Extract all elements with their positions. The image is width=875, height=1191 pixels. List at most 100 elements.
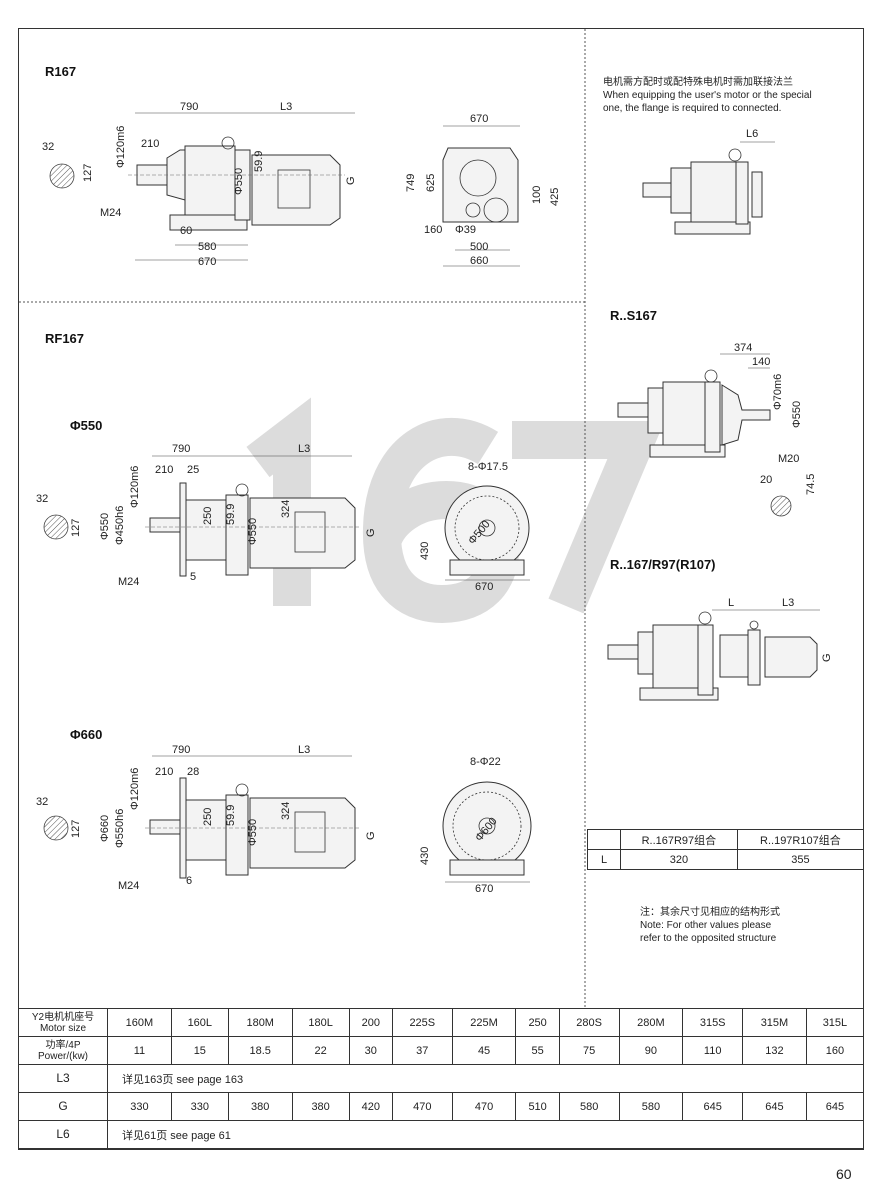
dim-324: 324 — [280, 500, 292, 518]
watermark-digit-6 — [362, 417, 520, 624]
dim-motor-flange: Φ550 — [247, 518, 259, 545]
dim-key-height: 74.5 — [805, 474, 817, 495]
rs167-title: R..S167 — [610, 308, 657, 323]
dim-59-9: 59.9 — [253, 151, 265, 172]
dim-100: 100 — [531, 186, 543, 204]
dim-holes: 8-Φ17.5 — [468, 461, 508, 473]
table-row-l6: L6 详见61页 see page 61 — [18, 1120, 864, 1149]
flange-note-en-2: one, the flange is required to connected… — [603, 103, 782, 114]
table-cell: 645 — [742, 1092, 807, 1121]
table-cell: 580 — [558, 1092, 620, 1121]
dim-key-height: 127 — [70, 519, 82, 537]
shaft-key-section — [49, 163, 75, 189]
dim-pilot-diameter: Φ450h6 — [114, 506, 126, 545]
table-cell: 160L — [170, 1008, 229, 1037]
dim-140: 140 — [752, 356, 770, 368]
dim-374: 374 — [734, 342, 752, 354]
table-cell: 225M — [451, 1008, 517, 1037]
dim-shaft-diameter: Φ70m6 — [772, 374, 784, 410]
table-cell: 250 — [515, 1008, 560, 1037]
table-cell: 420 — [348, 1092, 393, 1121]
table-cell: 645 — [682, 1092, 744, 1121]
dim-motor-flange: Φ550 — [247, 819, 259, 846]
table-cell: 280M — [618, 1008, 684, 1037]
dim-l: L — [728, 597, 734, 609]
page-number: 60 — [836, 1166, 852, 1182]
table-row-l3: L3 详见163页 see page 163 — [18, 1064, 864, 1093]
dim-324: 324 — [280, 802, 292, 820]
dim-580: 580 — [198, 241, 216, 253]
page-frame — [18, 28, 864, 1150]
table-cell: 22 — [291, 1036, 350, 1065]
header-r197r107: R..197R107组合 — [736, 829, 865, 850]
table-cell: 200 — [348, 1008, 393, 1037]
table-cell: 160M — [107, 1008, 172, 1037]
dim-key-width: 32 — [36, 493, 48, 505]
dim-g: G — [365, 528, 377, 537]
dim-250: 250 — [202, 507, 214, 525]
dim-g: G — [365, 831, 377, 840]
table-cell: 37 — [391, 1036, 453, 1065]
table-cell: 18.5 — [227, 1036, 293, 1065]
table-cell: 580 — [618, 1092, 684, 1121]
table-cell: 470 — [451, 1092, 517, 1121]
dim-670: 670 — [475, 883, 493, 895]
table-cell: 90 — [618, 1036, 684, 1065]
dim-5: 5 — [190, 571, 196, 583]
rf167-660-subtitle: Φ660 — [70, 727, 102, 742]
rf167-title: RF167 — [45, 331, 84, 346]
rs167-drawing: R..S167 374 140 Φ70m6 Φ550 M20 20 74.5 — [610, 308, 817, 517]
dim-59-9: 59.9 — [225, 504, 237, 525]
dim-key-height: 127 — [82, 164, 94, 182]
r167r97-title: R..167/R97(R107) — [610, 557, 716, 572]
dim-key-width: 20 — [760, 474, 772, 486]
dim-670: 670 — [198, 256, 216, 268]
dim-holes: 8-Φ22 — [470, 756, 501, 768]
table-row: L 320 355 — [587, 849, 865, 870]
table-cell: 180L — [291, 1008, 350, 1037]
table-cell: 315S — [682, 1008, 744, 1037]
dim-430: 430 — [419, 542, 431, 560]
dim-key-width: 32 — [36, 796, 48, 808]
table-cell: 160 — [805, 1036, 865, 1065]
dim-210: 210 — [155, 766, 173, 778]
dim-625: 625 — [425, 174, 437, 192]
dim-thread: M20 — [778, 453, 799, 465]
dim-425: 425 — [549, 188, 561, 206]
dim-500: 500 — [470, 241, 488, 253]
r167r97-drawing: R..167/R97(R107) L L3 G — [607, 557, 833, 701]
dim-thread: M24 — [118, 880, 139, 892]
table-cell: 645 — [805, 1092, 865, 1121]
dim-flange-diameter: Φ550 — [791, 401, 803, 428]
dim-l3: L3 — [298, 744, 310, 756]
table-row: R..167R97组合 R..197R107组合 — [587, 829, 865, 850]
table-cell: 330 — [107, 1092, 172, 1121]
dim-25: 25 — [187, 464, 199, 476]
table-cell: 225S — [391, 1008, 453, 1037]
dim-749: 749 — [405, 174, 417, 192]
dim-shaft-diameter: Φ120m6 — [129, 768, 141, 810]
dim-key-width: 32 — [42, 141, 54, 153]
rf167-550-subtitle: Φ550 — [70, 418, 102, 433]
r167-drawing: R167 32 127 Φ120m6 210 790 L3 59.9 Φ550 … — [42, 64, 561, 268]
table-cell: 510 — [515, 1092, 560, 1121]
rf167-550-drawing: Φ550 790 L3 210 25 32 127 Φ550 Φ450h6 Φ1… — [36, 418, 530, 593]
table-cell: 55 — [515, 1036, 560, 1065]
table-cell: 315M — [742, 1008, 807, 1037]
table-cell: 15 — [170, 1036, 229, 1065]
r167-title: R167 — [45, 64, 76, 79]
rf167-660-drawing: Φ660 790 L3 210 28 32 127 Φ660 Φ550h6 Φ1… — [36, 727, 532, 895]
table-cell: 132 — [742, 1036, 807, 1065]
table-cell: 110 — [682, 1036, 744, 1065]
dim-6: 6 — [186, 875, 192, 887]
table-cell: 180M — [227, 1008, 293, 1037]
dim-l6: L6 — [746, 128, 758, 140]
dim-60: 60 — [180, 225, 192, 237]
dim-flange: Φ550 — [233, 168, 245, 195]
dim-l3: L3 — [280, 101, 292, 113]
dim-790: 790 — [180, 101, 198, 113]
